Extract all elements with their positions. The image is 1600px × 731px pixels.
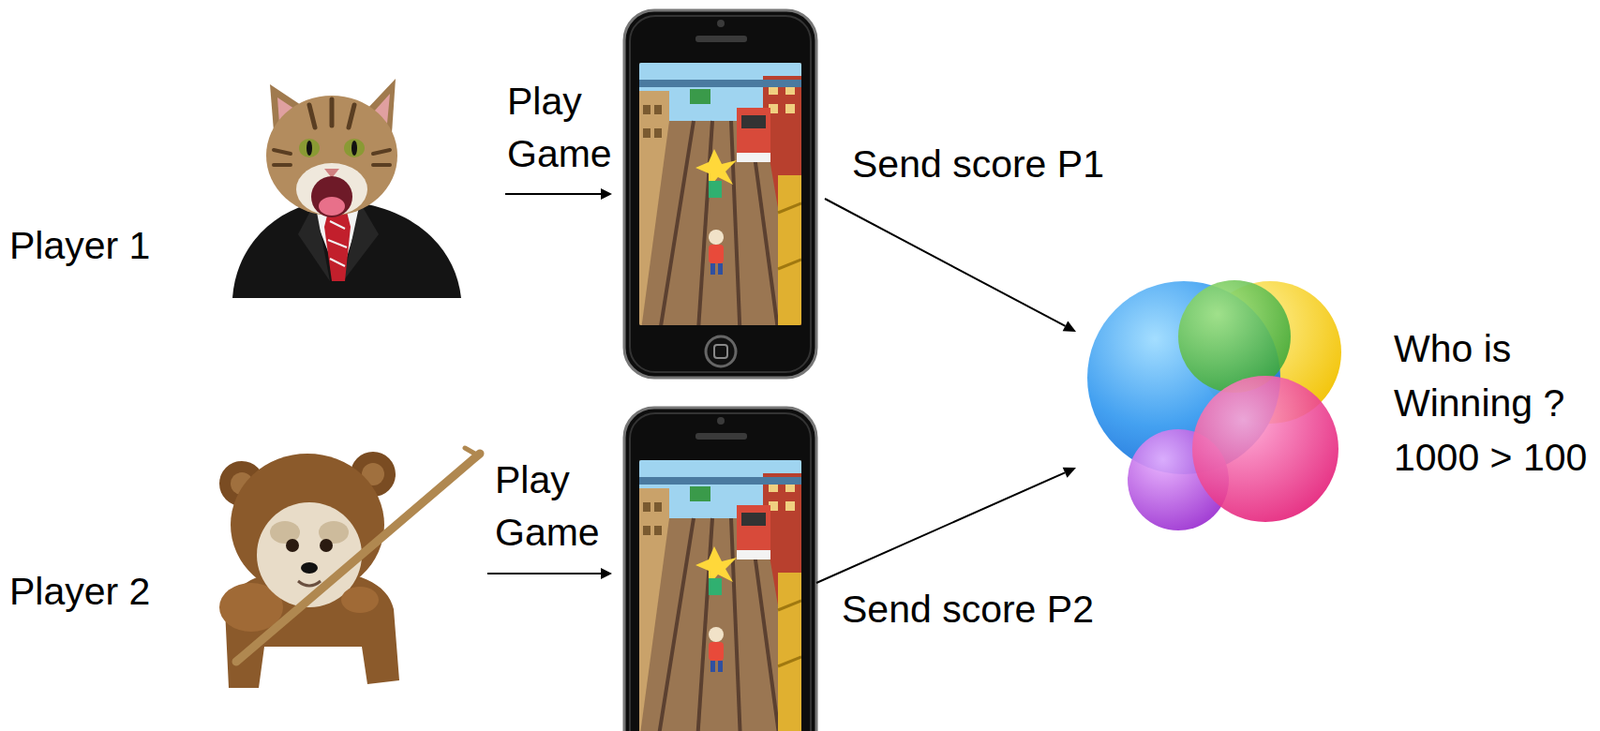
dog-player-picture-part [298,581,321,586]
dog-player-picture-part [341,586,379,614]
player-label: Player 2 [9,565,150,618]
phone-part [624,407,817,731]
cat-player-picture-part [309,99,355,128]
play-game-label: Play Game [494,453,613,559]
arrow [487,188,1077,584]
arrow-part [505,193,602,195]
arrow-part [816,472,1065,584]
phone-part [639,460,802,731]
dog-player-picture [219,448,480,688]
game-center-logo-part [1178,280,1291,393]
arrow-part [600,568,613,580]
cat-player-picture-part [232,202,462,299]
phone-part [717,417,725,425]
cat-player-picture-part [299,138,320,158]
dog-player-picture-part [285,538,300,553]
cat-player-picture-part [328,221,347,267]
dog-player-picture-part [319,538,333,553]
arrow-part [487,572,602,575]
cat-player-picture-part [324,211,351,282]
dog-player-picture-part [300,562,318,574]
arrow-part [1062,467,1077,479]
game-center-node: Who is Winning ? 1000 > 100 [1077,269,1598,542]
phone-part-part [639,460,802,731]
phone-part-part [639,62,802,326]
phone-part [695,35,748,43]
dog-player-picture-part [236,453,480,662]
player-card: Player 1 [5,80,479,306]
cat-player-picture-part [306,140,313,156]
game-center-logo [1087,280,1342,531]
phone [624,10,817,378]
phone-part [717,19,725,28]
phone-part [629,413,811,731]
cat-player-picture-part [273,149,390,165]
cat-player-picture-part [351,140,358,156]
arrow-part [1062,321,1077,332]
send-score-label: Send score P1 [852,137,1105,191]
cat-player-picture-part [266,95,398,216]
dog-player-picture-part [464,448,479,456]
question-text: Who is Winning ? 1000 > 100 [1393,321,1593,485]
phone-part [639,62,802,326]
player-label: Player 1 [9,219,150,272]
phone-part [629,15,811,373]
phone-part [705,336,736,367]
cat-player-picture [232,78,462,299]
cat-player-picture-part [318,196,345,216]
phone-part [624,10,817,378]
arrow-part [600,188,613,200]
phone-part [695,433,748,440]
phone-part [639,460,802,731]
game-center-logo-part [1192,375,1339,523]
cat-player-picture-part [343,138,365,158]
send-score-label: Send score P2 [841,583,1094,636]
arrow-part [824,198,1066,327]
cat-player-picture-part [311,176,353,218]
play-game-label: Play Game [507,74,625,180]
phone-part [714,344,728,359]
player-card: Player 2 [5,449,486,699]
phone [624,407,817,731]
